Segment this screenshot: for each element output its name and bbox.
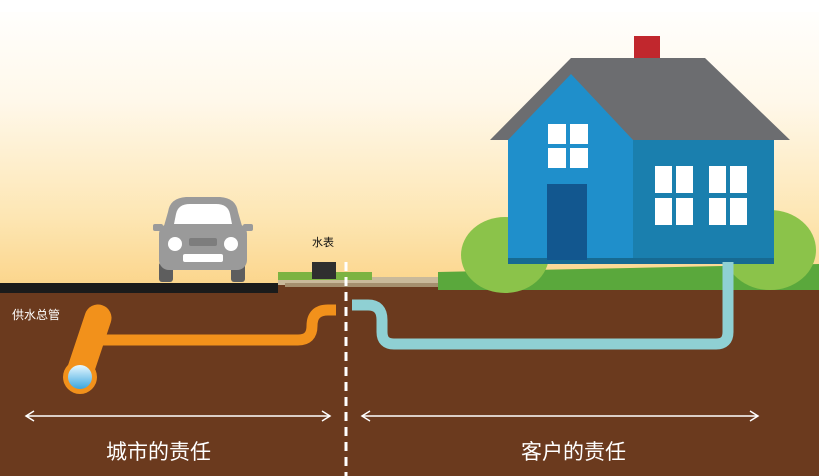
water-meter-label: 水表 [312, 236, 334, 249]
sidewalk [278, 277, 438, 285]
city-responsibility-arrow [24, 410, 332, 422]
car-icon [153, 197, 253, 282]
window-right [709, 166, 747, 225]
customer-responsibility-label: 客户的责任 [521, 440, 626, 464]
soil [0, 283, 819, 476]
road [0, 283, 278, 293]
water-meter-icon [312, 262, 336, 279]
customer-responsibility-arrow [360, 410, 760, 422]
water-main-label: 供水总管 [12, 308, 61, 322]
attic-window [548, 124, 588, 168]
water-main-pipe [63, 304, 112, 394]
city-pipe [100, 304, 336, 346]
window-left [655, 166, 693, 225]
house-icon [490, 36, 790, 264]
front-door [547, 184, 587, 260]
city-responsibility-label: 城市的责任 [106, 440, 211, 464]
customer-pipe [352, 262, 734, 350]
